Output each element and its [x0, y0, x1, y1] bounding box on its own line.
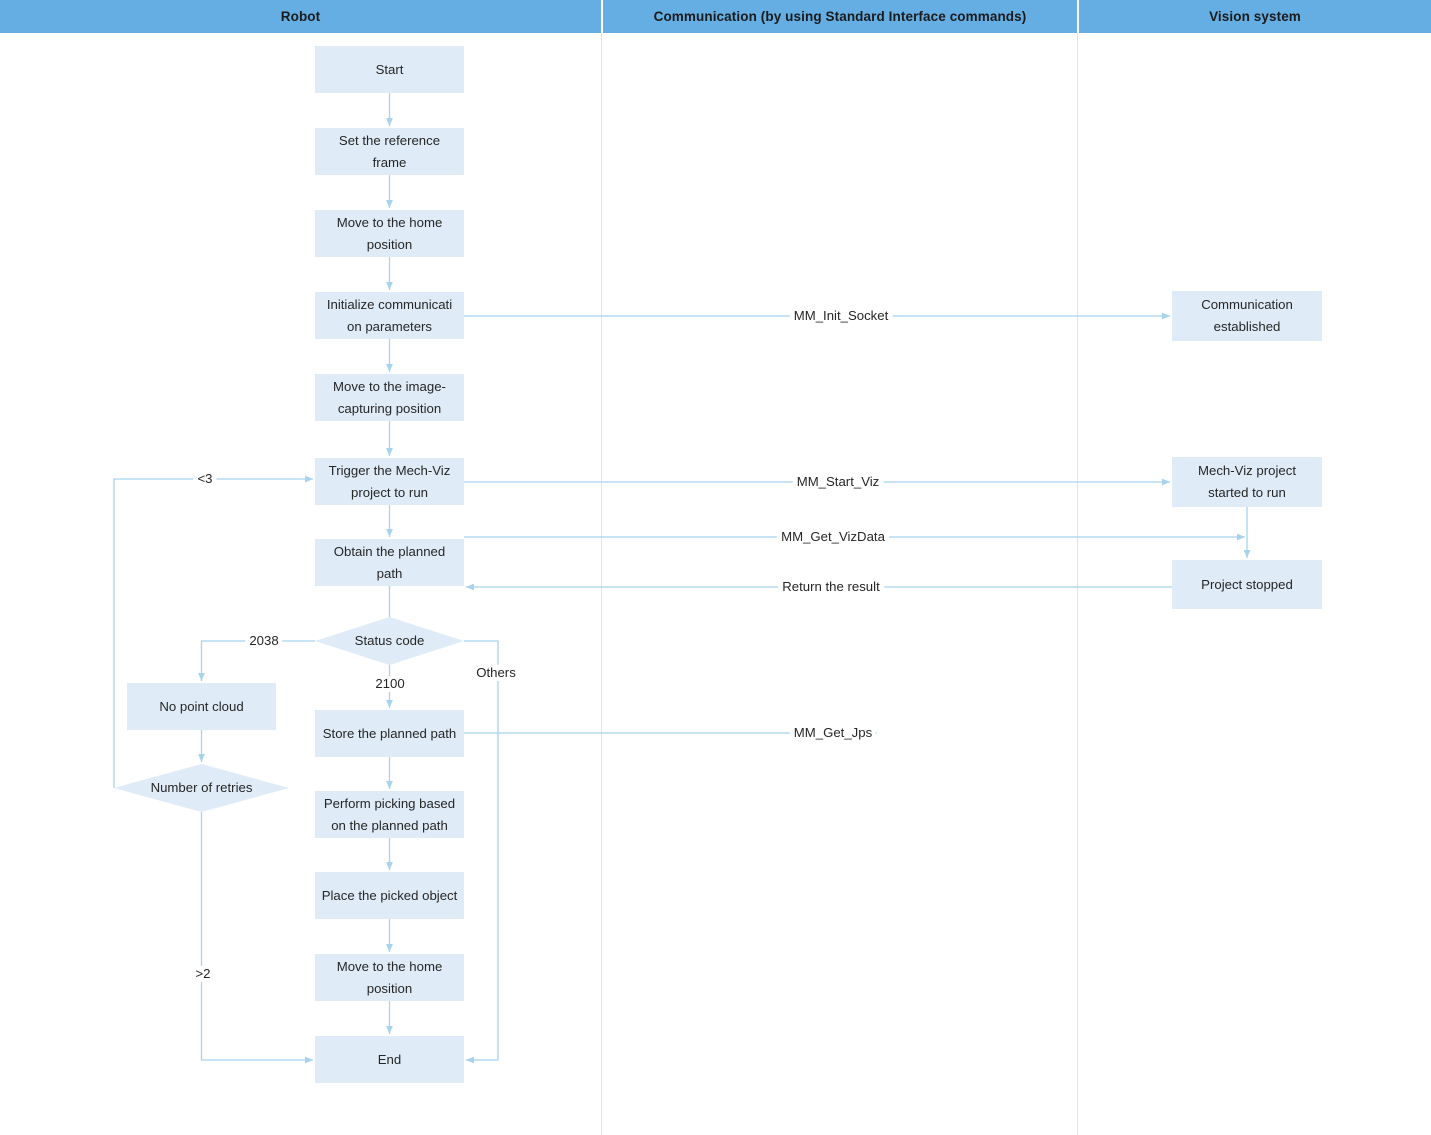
node-no-point-cloud-label: No point cloud [159, 698, 244, 714]
node-initialize-communication-parameters-label: Initialize communicati on parameters [326, 296, 453, 334]
node-no-point-cloud[interactable]: No point cloud [127, 683, 276, 730]
node-start[interactable]: Start [315, 46, 464, 93]
node-place-picked-object[interactable]: Place the picked object [315, 872, 464, 919]
node-move-to-image-capturing-position[interactable]: Move to the image-capturing position [315, 374, 464, 421]
edge-status-others-to-end [464, 640, 499, 1064]
lane-divider-communication-vision [1077, 33, 1078, 1135]
edge-label-status-2100: 2100 [371, 676, 409, 692]
lane-header-robot: Robot [0, 0, 601, 33]
edge-label-status-2038: 2038 [245, 633, 283, 649]
node-move-to-image-capturing-position-label: Move to the image-capturing position [333, 378, 446, 416]
edge-label-mm-get-vizdata: MM_Get_VizData [777, 529, 889, 545]
node-communication-established[interactable]: Communication established [1172, 291, 1322, 341]
lane-header-communication: Communication (by using Standard Interfa… [603, 0, 1077, 33]
node-move-to-home-position-1-label: Move to the home position [336, 214, 443, 252]
decision-number-of-retries[interactable]: Number of retries [114, 764, 289, 812]
node-mech-viz-project-started[interactable]: Mech-Viz project started to run [1172, 457, 1322, 507]
decision-status-code-label: Status code [354, 633, 425, 648]
node-perform-picking[interactable]: Perform picking based on the planned pat… [315, 791, 464, 838]
node-end[interactable]: End [315, 1036, 464, 1083]
node-obtain-planned-path-label: Obtain the planned path [333, 543, 446, 581]
node-set-reference-frame-label: Set the reference frame [338, 132, 441, 170]
edge-label-mm-get-jps: MM_Get_Jps [789, 725, 877, 741]
decision-number-of-retries-label: Number of retries [150, 780, 253, 795]
lane-divider-robot-communication [601, 33, 602, 1135]
node-mech-viz-project-started-label: Mech-Viz project started to run [1198, 463, 1296, 500]
node-trigger-mech-viz-project-label: Trigger the Mech-Viz project to run [328, 462, 451, 500]
node-project-stopped[interactable]: Project stopped [1172, 560, 1322, 609]
edge-label-mm-init-socket: MM_Init_Socket [789, 308, 893, 324]
lane-title-communication: Communication (by using Standard Interfa… [653, 9, 1027, 24]
node-set-reference-frame[interactable]: Set the reference frame [315, 128, 464, 175]
edge-label-return-the-result: Return the result [778, 579, 884, 595]
lane-title-vision-system: Vision system [1209, 9, 1301, 24]
lane-header-separator-2 [1077, 0, 1079, 33]
node-communication-established-label: Communication established [1201, 297, 1293, 334]
node-trigger-mech-viz-project[interactable]: Trigger the Mech-Viz project to run [315, 458, 464, 505]
edge-label-status-others: Others [472, 665, 520, 681]
node-perform-picking-label: Perform picking based on the planned pat… [323, 795, 456, 833]
node-move-to-home-position-2-label: Move to the home position [336, 958, 443, 996]
node-move-to-home-position-2[interactable]: Move to the home position [315, 954, 464, 1001]
node-place-picked-object-label: Place the picked object [321, 887, 458, 903]
lane-header-vision-system: Vision system [1079, 0, 1431, 33]
node-project-stopped-label: Project stopped [1201, 576, 1293, 592]
lane-header-separator-1 [601, 0, 603, 33]
edge-retries-lt3-to-trigger-viz [113, 475, 314, 788]
lane-title-robot: Robot [280, 9, 321, 24]
edge-retries-gt2-to-end [200, 812, 314, 1064]
node-store-planned-path[interactable]: Store the planned path [315, 710, 464, 757]
node-move-to-home-position-1[interactable]: Move to the home position [315, 210, 464, 257]
edge-label-retries-less-than-3: <3 [193, 471, 217, 487]
edge-label-mm-start-viz: MM_Start_Viz [792, 474, 884, 490]
node-store-planned-path-label: Store the planned path [322, 725, 457, 741]
node-start-label: Start [375, 61, 404, 77]
node-end-label: End [377, 1051, 402, 1067]
node-obtain-planned-path[interactable]: Obtain the planned path [315, 539, 464, 586]
edge-label-retries-greater-than-2: >2 [191, 966, 215, 982]
node-initialize-communication-parameters[interactable]: Initialize communicati on parameters [315, 292, 464, 339]
decision-status-code[interactable]: Status code [315, 617, 464, 665]
